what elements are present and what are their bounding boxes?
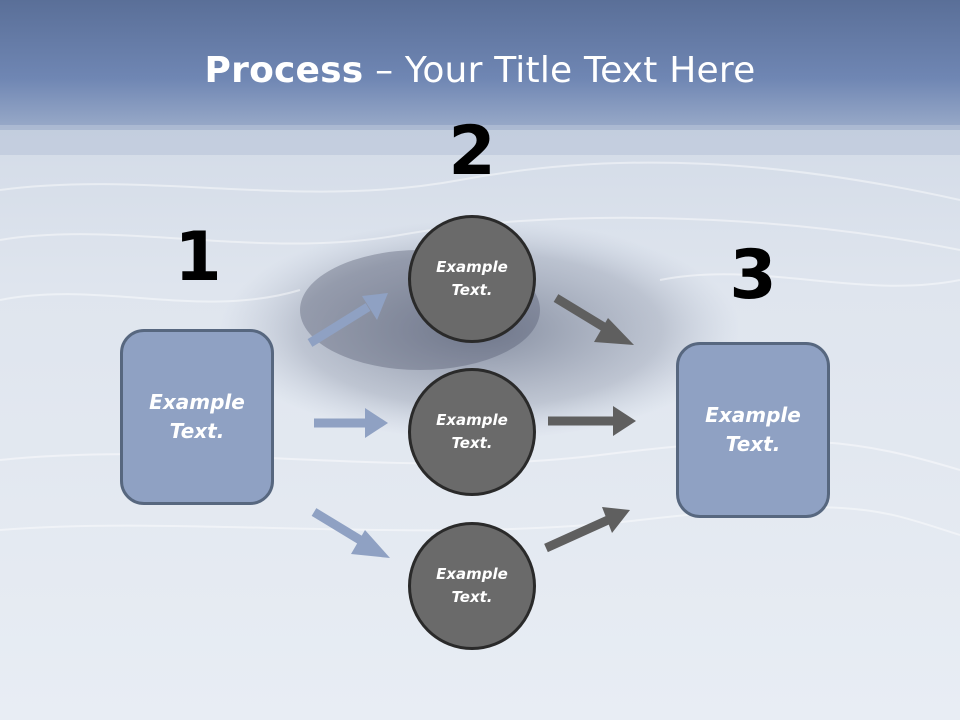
process-box-left-text: Example Text.: [149, 390, 245, 443]
process-box-right-text: Example Text.: [705, 403, 801, 456]
slide-title: Process – Your Title Text Here: [0, 50, 960, 91]
process-circle-top-text: Example Text.: [436, 258, 508, 299]
step-number-2: 2: [448, 112, 496, 191]
step-number-3: 3: [729, 236, 777, 315]
title-bold: Process: [204, 50, 364, 91]
process-box-right: Example Text.: [676, 342, 830, 518]
process-circle-middle-text: Example Text.: [436, 411, 508, 452]
process-circle-middle: Example Text.: [408, 368, 536, 496]
process-circle-bottom-text: Example Text.: [436, 565, 508, 606]
step-number-1: 1: [174, 218, 222, 297]
title-rest: Your Title Text Here: [404, 50, 756, 91]
title-dash: –: [363, 50, 405, 91]
process-box-left: Example Text.: [120, 329, 274, 505]
process-circle-top: Example Text.: [408, 215, 536, 343]
process-circle-bottom: Example Text.: [408, 522, 536, 650]
